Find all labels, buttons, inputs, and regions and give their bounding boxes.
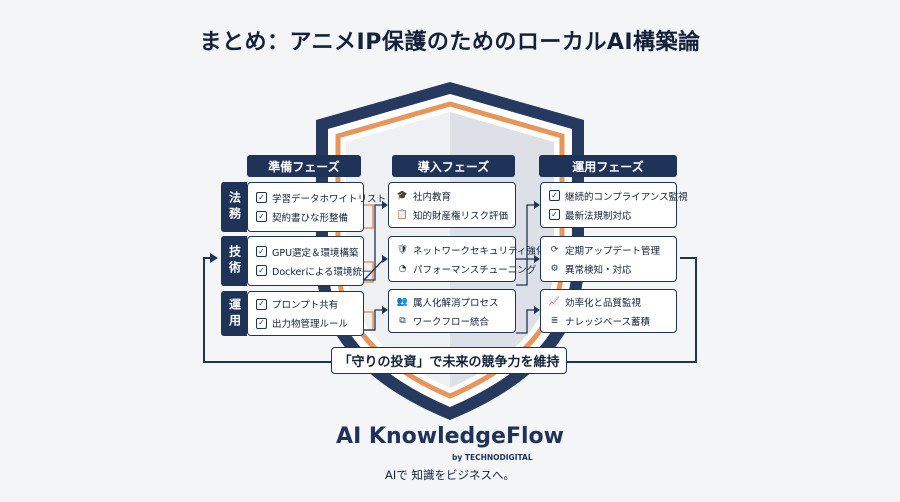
- people-icon: 👥: [396, 296, 409, 307]
- list-item: ✓契約書ひな形整備: [256, 210, 355, 224]
- list-item: 📋知的財産権リスク評価: [396, 209, 509, 222]
- row-label-tech: 技術: [221, 236, 247, 286]
- list-item: ✓最新法規制対応: [549, 208, 668, 222]
- gauge-icon: ◔: [398, 263, 407, 274]
- cell-prep-legal: ✓学習データホワイトリスト ✓契約書ひな形整備: [247, 182, 386, 232]
- checkbox-icon: ✓: [549, 190, 560, 201]
- checkbox-icon: ✓: [256, 317, 267, 329]
- cell-prep-tech: ✓GPU選定＆環境構築 ✓Dockerによる環境統一: [247, 236, 371, 286]
- page-title: まとめ：アニメIP保護のためのローカルAI構築論: [199, 30, 701, 55]
- chart-icon: 📈: [548, 296, 561, 307]
- list-item: ✓継続的コンプライアンス監視: [549, 189, 688, 203]
- list-item: ✓出力物管理ルール: [256, 316, 355, 330]
- graduation-cap-icon: 🎓: [396, 190, 409, 201]
- cell-prep-ops: ✓プロンプト共有 ✓出力物管理ルール: [247, 291, 364, 336]
- cell-intro-legal: 🎓社内教育 📋知的財産権リスク評価: [388, 182, 516, 228]
- refresh-icon: ⟳: [550, 244, 559, 255]
- checkbox-icon: ✓: [256, 265, 267, 276]
- list-item: ⚙異常検知・対応: [550, 263, 632, 276]
- cell-intro-ops: 👥属人化解消プロセス ⧉ワークフロー統合: [388, 289, 516, 333]
- list-item: ⟳定期アップデート管理: [550, 244, 661, 257]
- list-item: 👥属人化解消プロセス: [396, 296, 499, 309]
- cell-run-tech: ⟳定期アップデート管理 ⚙異常検知・対応: [540, 236, 677, 282]
- list-item: 🎓社内教育: [396, 190, 452, 203]
- list-item: ≣ナレッジベース蓄積: [550, 315, 651, 328]
- loop-arrowhead: [210, 253, 218, 263]
- list-item: 🛡ネットワークセキュリティ強化: [396, 244, 546, 257]
- clipboard-check-icon: 📋: [396, 209, 409, 220]
- checkbox-icon: ✓: [256, 246, 267, 257]
- cell-run-ops: 📈効率化と品質監視 ≣ナレッジベース蓄積: [540, 289, 677, 333]
- brand-tagline: AIで 知識をビジネスへ。: [385, 468, 515, 482]
- list-item: ◔パフォーマンスチューニング: [398, 263, 537, 276]
- cell-intro-tech: 🛡ネットワークセキュリティ強化 ◔パフォーマンスチューニング: [388, 236, 546, 282]
- phase-header-run: 運用フェーズ: [539, 155, 677, 177]
- phase-header-intro: 導入フェーズ: [392, 155, 515, 177]
- row-label-legal: 法務: [221, 182, 247, 232]
- brand-logo-text: AI KnowledgeFlow: [336, 424, 564, 449]
- checkbox-icon: ✓: [256, 298, 267, 310]
- checkbox-icon: ✓: [256, 192, 267, 203]
- loop-arrow: [203, 257, 331, 363]
- summary-banner: 「守りの投資」で未来の競争力を維持: [331, 347, 567, 374]
- cell-run-legal: ✓継続的コンプライアンス監視 ✓最新法規制対応: [540, 182, 688, 228]
- list-item: ✓GPU選定＆環境構築: [256, 245, 359, 259]
- phase-header-prep: 準備フェーズ: [247, 155, 361, 177]
- brand-byline: by TECHNODIGITAL: [452, 453, 533, 462]
- list-item: ✓Dockerによる環境統一: [256, 264, 371, 278]
- shield-icon: 🛡: [396, 244, 409, 255]
- list-item: 📈効率化と品質監視: [548, 296, 642, 309]
- list-item: ✓プロンプト共有: [256, 297, 355, 311]
- list-item: ✓学習データホワイトリスト: [256, 191, 386, 205]
- list-item: ⧉ワークフロー統合: [397, 314, 507, 328]
- loop-arrow-right: [567, 257, 697, 363]
- row-label-ops: 運用: [221, 291, 247, 336]
- database-icon: ≣: [550, 315, 559, 326]
- checkbox-icon: ✓: [549, 209, 560, 220]
- workflow-icon: ⧉: [399, 315, 406, 326]
- gear-icon: ⚙: [550, 263, 559, 274]
- checkbox-icon: ✓: [256, 211, 267, 222]
